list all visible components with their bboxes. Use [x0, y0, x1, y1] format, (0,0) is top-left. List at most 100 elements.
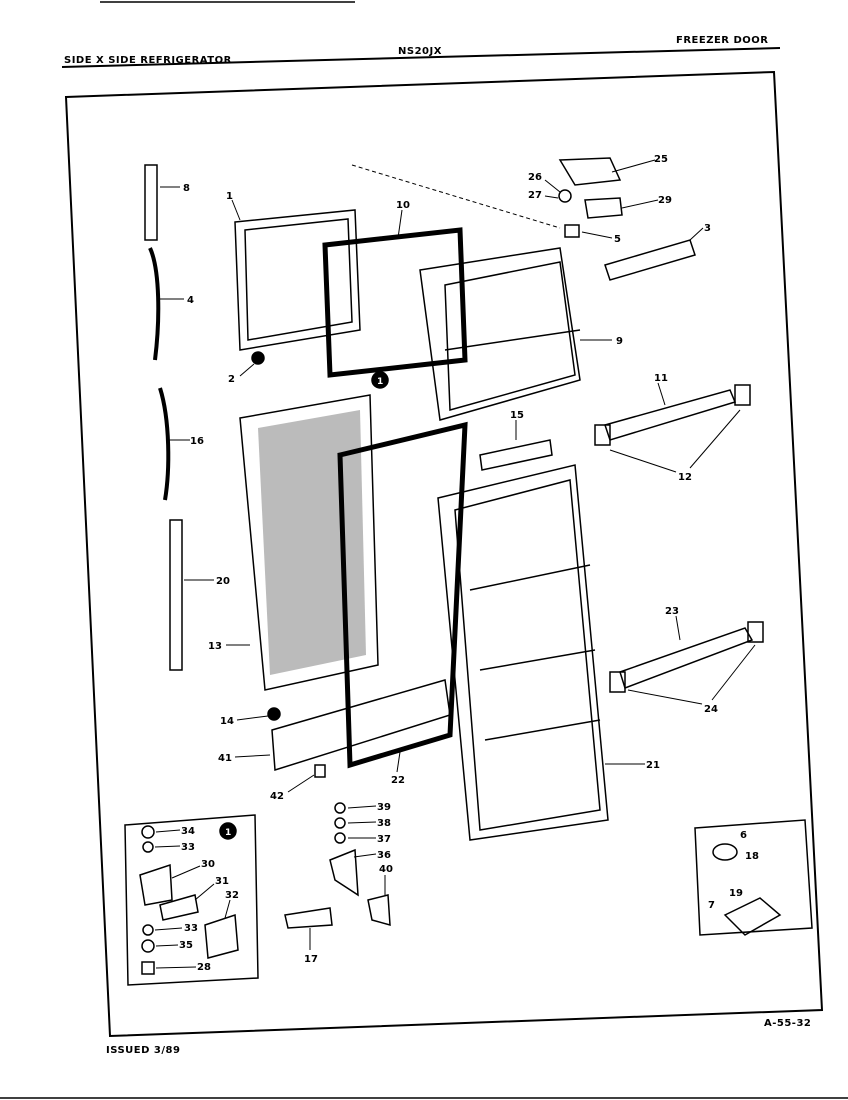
- part-20-trim: [169, 519, 183, 671]
- callout-30: 30: [201, 859, 215, 870]
- callout-10: 10: [396, 200, 410, 211]
- part-8-trim: [144, 164, 158, 241]
- part-42-clip: [314, 764, 326, 778]
- callout-24: 24: [704, 704, 718, 715]
- part-2-plug: [251, 351, 265, 365]
- part-4-handle: [148, 247, 161, 361]
- part-12-cap: [594, 424, 611, 446]
- part-14-plug: [267, 707, 281, 721]
- callout-11: 11: [654, 373, 668, 384]
- callout-9: 9: [616, 336, 623, 347]
- callout-33: 33: [181, 842, 195, 853]
- part-22-gasket: [337, 421, 468, 769]
- callout-labels: 8 4 16 20 1 10 2 13 14 41 42 22 26 27 25…: [179, 154, 759, 973]
- part-39: [334, 802, 346, 814]
- part-21-liner: [437, 464, 609, 841]
- callout-31: 31: [215, 876, 229, 887]
- part-29-plate: [584, 197, 623, 219]
- part-27-washer: [558, 189, 572, 203]
- part-30-hinge: [139, 863, 173, 906]
- callout-37: 37: [377, 834, 391, 845]
- detail-inset-box: [124, 814, 259, 986]
- part-40-bracket: [367, 894, 391, 927]
- part-18-nut: [712, 843, 738, 861]
- part-11-shelf: [604, 389, 737, 441]
- callout-16: 16: [190, 436, 204, 447]
- callout-29: 29: [658, 195, 672, 206]
- part-41-trim: [271, 679, 451, 771]
- callout-21: 21: [646, 760, 660, 771]
- part-33: [142, 924, 154, 936]
- header-rule: [61, 47, 781, 68]
- callout-7: 7: [708, 900, 715, 911]
- issued-date: ISSUED 3/89: [106, 1045, 181, 1056]
- diagram-border: [64, 70, 824, 1038]
- part-32: [204, 913, 239, 959]
- part-35: [141, 939, 155, 953]
- callout-32: 32: [225, 890, 239, 901]
- part-3-bracket: [604, 239, 696, 281]
- callout-8: 8: [183, 183, 190, 194]
- detail-marker-label: 1: [377, 377, 383, 387]
- part-38: [334, 817, 346, 829]
- part-5-bushing: [564, 224, 580, 238]
- detail-marker-label: 1: [225, 828, 231, 838]
- callout-19: 19: [729, 888, 743, 899]
- detail-marker-icon: [371, 371, 389, 389]
- callout-2: 2: [228, 374, 235, 385]
- part-1-door-panel: [234, 209, 361, 351]
- callout-13: 13: [208, 641, 222, 652]
- callout-38: 38: [377, 818, 391, 829]
- callout-20: 20: [216, 576, 230, 587]
- callout-1: 1: [226, 191, 233, 202]
- callout-5: 5: [614, 234, 621, 245]
- callout-34: 34: [181, 826, 195, 837]
- part-15-bracket: [479, 439, 553, 471]
- detail-marker-icon: [219, 822, 237, 840]
- part-12-cap: [734, 384, 751, 406]
- part-37: [334, 832, 346, 844]
- leader-lines: [154, 159, 756, 969]
- callout-15: 15: [510, 410, 524, 421]
- callout-22: 22: [391, 775, 405, 786]
- product-title: SIDE X SIDE REFRIGERATOR: [64, 55, 232, 66]
- callout-23: 23: [665, 606, 679, 617]
- model-number: NS20JX: [398, 46, 442, 57]
- part-16-handle: [158, 387, 171, 501]
- callout-17: 17: [304, 954, 318, 965]
- callout-26: 26: [528, 172, 542, 183]
- callout-14: 14: [220, 716, 234, 727]
- callout-35: 35: [179, 940, 193, 951]
- part-28: [141, 961, 155, 975]
- callout-4: 4: [187, 295, 194, 306]
- part-33: [142, 841, 154, 853]
- callout-41: 41: [218, 753, 232, 764]
- callout-3: 3: [704, 223, 711, 234]
- part-36-hinge: [329, 848, 359, 897]
- callout-18: 18: [745, 851, 759, 862]
- callout-27: 27: [528, 190, 542, 201]
- callout-42: 42: [270, 791, 284, 802]
- section-title: FREEZER DOOR: [676, 35, 769, 46]
- part-17-plate: [284, 907, 333, 929]
- callout-40: 40: [379, 864, 393, 875]
- callout-12: 12: [678, 472, 692, 483]
- part-19-clip: [723, 897, 782, 936]
- callout-33: 33: [184, 923, 198, 934]
- detail-inset-box: [694, 819, 813, 936]
- part-24-cap: [609, 671, 626, 693]
- callout-25: 25: [654, 154, 668, 165]
- callout-39: 39: [377, 802, 391, 813]
- part-9-liner: [419, 247, 581, 421]
- part-13-door-panel: [239, 394, 379, 691]
- callout-36: 36: [377, 850, 391, 861]
- diagram-code: A-55-32: [764, 1018, 812, 1029]
- callout-6: 6: [740, 830, 747, 841]
- part-25-hinge: [558, 157, 622, 186]
- part-24-cap: [747, 621, 764, 643]
- part-23-shelf: [619, 627, 754, 689]
- part-31: [159, 894, 199, 921]
- callout-28: 28: [197, 962, 211, 973]
- part-34: [141, 825, 155, 839]
